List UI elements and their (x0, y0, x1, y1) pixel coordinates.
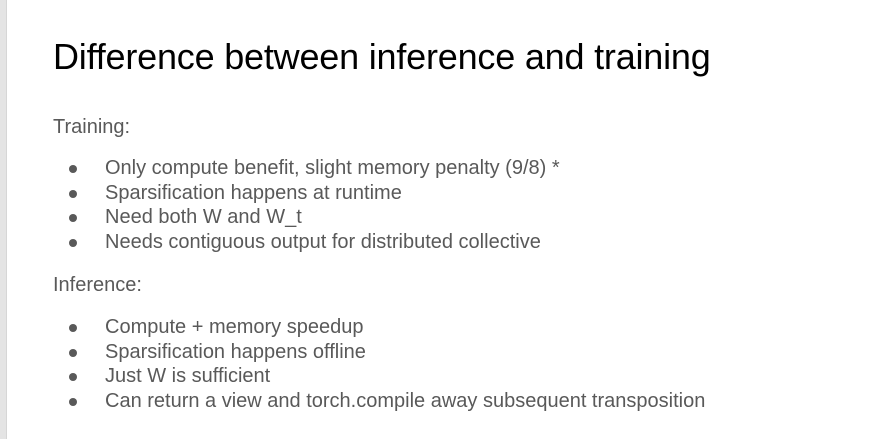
training-label: Training: (53, 116, 131, 138)
list-item-text: Sparsification happens at runtime (105, 181, 402, 204)
bullet-dot-icon (69, 238, 77, 247)
slide-title: Difference between inference and trainin… (53, 36, 711, 77)
bullet-dot-icon (69, 397, 77, 406)
bullet-dot-icon (69, 348, 77, 357)
list-item-text: Need both W and W_t (105, 206, 302, 228)
inference-label: Inference: (53, 274, 142, 296)
bullet-dot-icon (69, 373, 77, 381)
left-edge-divider (0, 0, 7, 439)
list-item-text: Sparsification happens offline (105, 340, 366, 363)
list-item-text: Needs contiguous output for distributed … (105, 230, 541, 253)
list-item-text: Compute + memory speedup (105, 316, 364, 338)
list-item-text: Can return a view and torch.compile away… (105, 389, 706, 412)
list-item-text: Only compute benefit, slight memory pena… (105, 157, 560, 179)
bullet-dot-icon (69, 189, 77, 198)
bullet-dot-icon (69, 214, 77, 222)
bullet-dot-icon (69, 165, 77, 173)
list-item-text: Just W is sufficient (105, 365, 271, 387)
bullet-dot-icon (69, 324, 77, 332)
